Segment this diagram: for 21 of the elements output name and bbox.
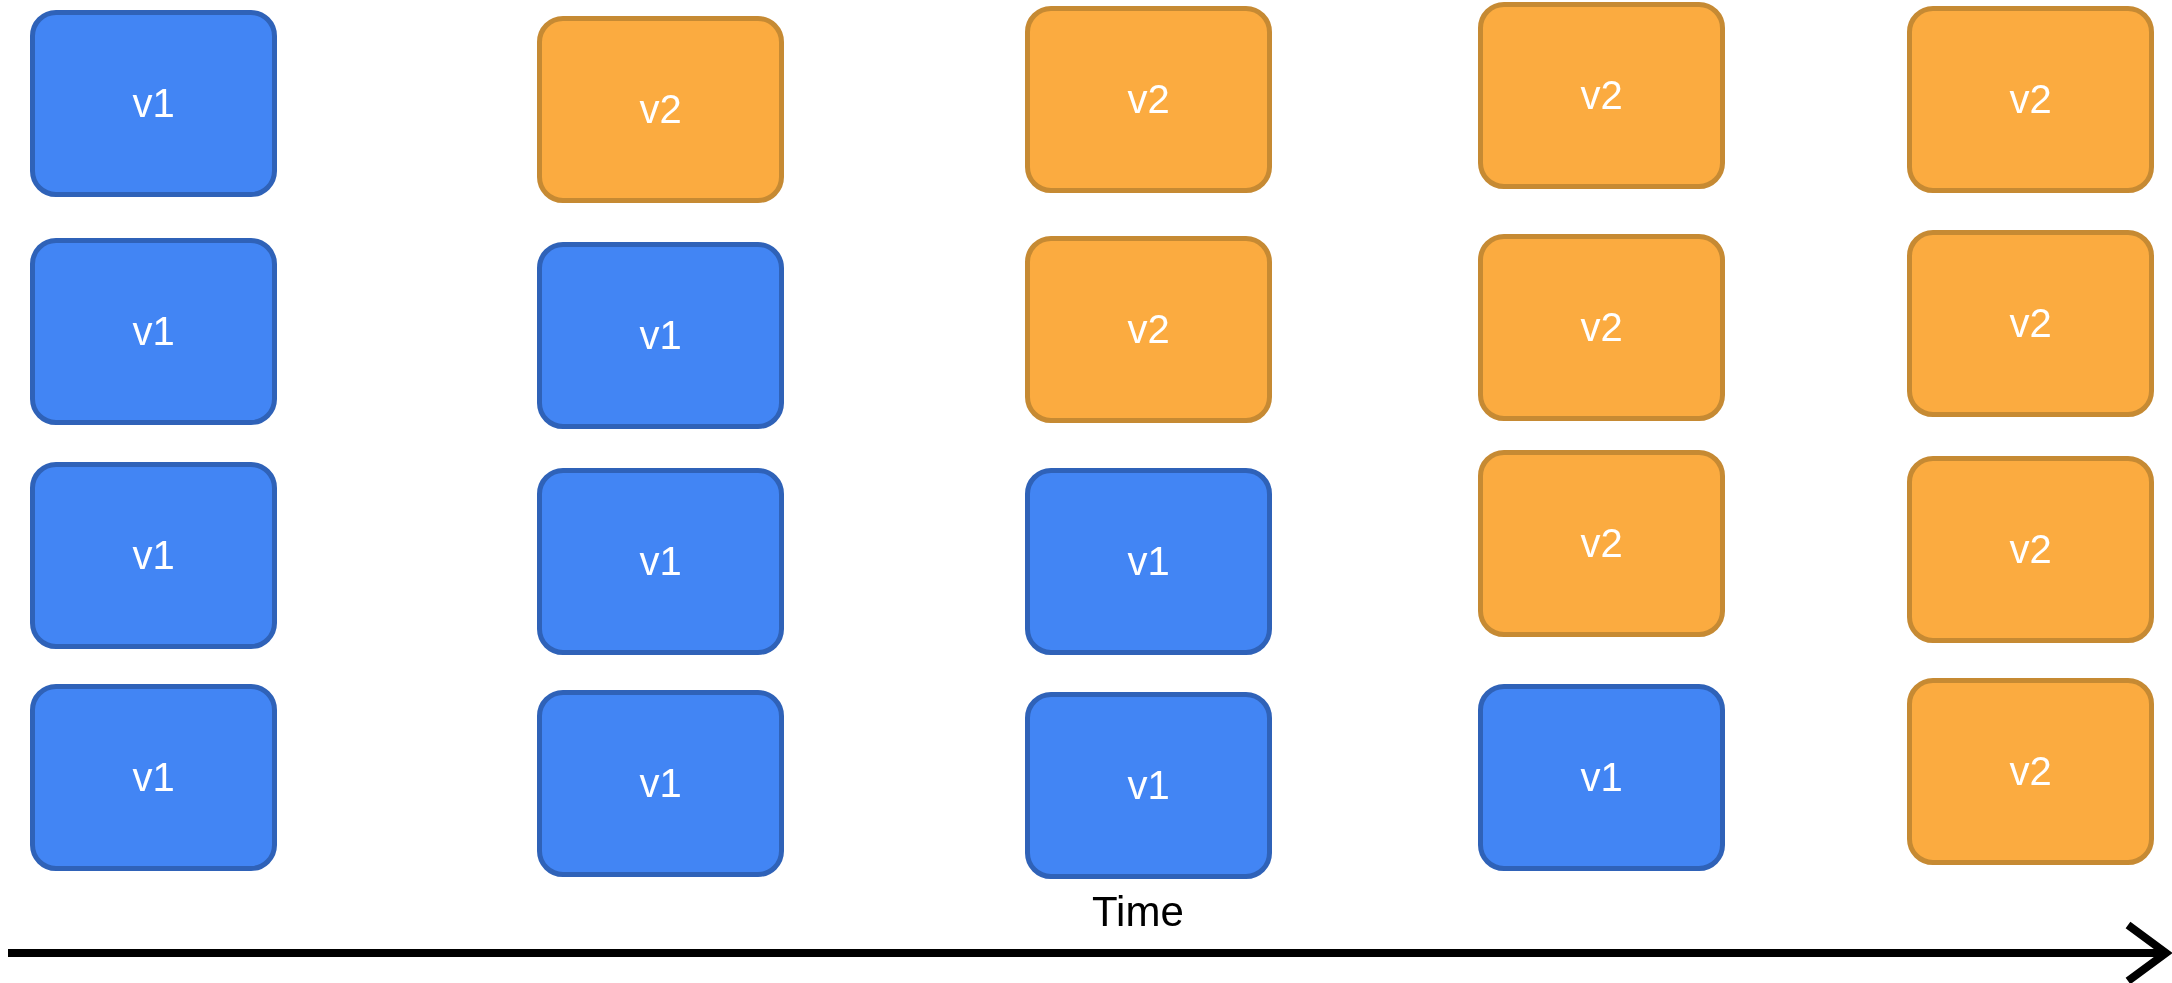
version-box: v2	[1907, 678, 2154, 865]
version-box: v2	[1025, 6, 1272, 193]
version-box: v1	[30, 684, 277, 871]
version-box: v1	[1478, 684, 1725, 871]
axis-label: Time	[1092, 888, 1184, 936]
version-box: v2	[1478, 2, 1725, 189]
version-box: v1	[30, 238, 277, 425]
version-box: v1	[1025, 692, 1272, 879]
version-box: v2	[1025, 236, 1272, 423]
version-box: v1	[537, 468, 784, 655]
version-box: v2	[537, 16, 784, 203]
version-box: v2	[1907, 230, 2154, 417]
version-box: v2	[1478, 234, 1725, 421]
version-box: v1	[537, 242, 784, 429]
version-box: v1	[1025, 468, 1272, 655]
version-box: v2	[1907, 6, 2154, 193]
version-box: v2	[1907, 456, 2154, 643]
version-box: v1	[30, 10, 277, 197]
version-box: v1	[537, 690, 784, 877]
version-box: v1	[30, 462, 277, 649]
version-box: v2	[1478, 450, 1725, 637]
